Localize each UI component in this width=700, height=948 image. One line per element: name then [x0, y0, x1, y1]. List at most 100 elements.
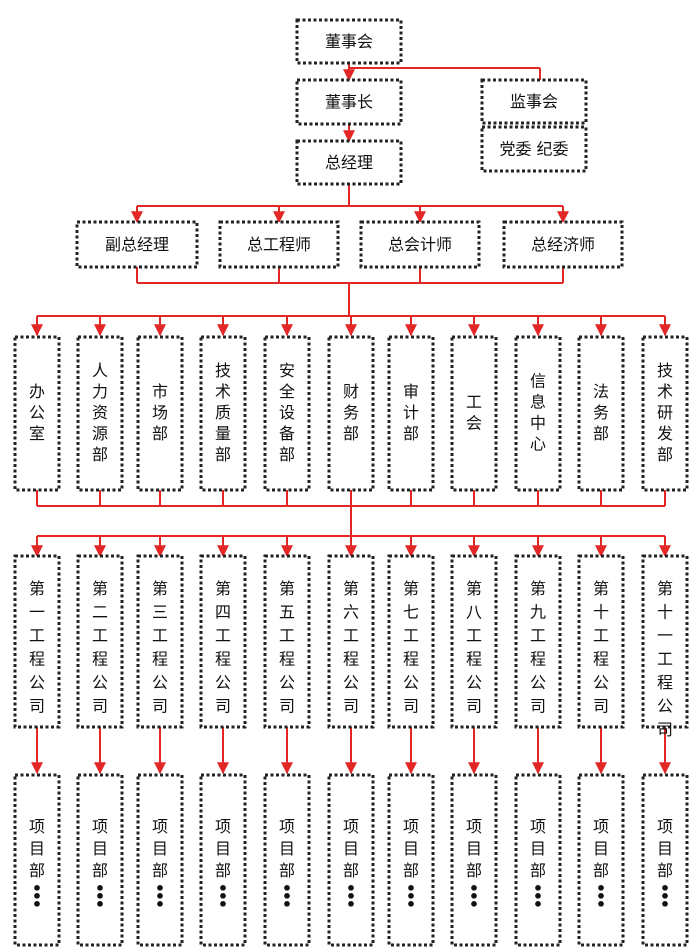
node-company-8-box [450, 554, 498, 729]
node-deputy-3-label: 总会计师 [388, 235, 452, 254]
node-department-9-label: 信息中心 [530, 371, 546, 453]
node-project-2-ellipsis: ••• [95, 879, 105, 914]
node-project-6-ellipsis: ••• [346, 879, 356, 914]
node-department-1-box [13, 335, 61, 492]
node-company-11: 第十一工程公司 [641, 554, 689, 739]
node-project-11-box [641, 773, 689, 947]
node-department-5-box [263, 335, 311, 492]
node-department-11: 技术研发部 [641, 335, 689, 492]
node-project-3-ellipsis: ••• [155, 879, 165, 914]
node-department-11-label: 技术研发部 [657, 361, 673, 464]
node-project-3-label: 项目部 [152, 817, 168, 880]
node-department-11-box [641, 335, 689, 492]
node-deputy-4: 总经济师 [502, 220, 624, 269]
node-department-1-label: 办公室 [29, 382, 45, 443]
node-company-9-box [514, 554, 562, 729]
node-supervisory-label: 监事会 [510, 92, 558, 111]
node-project-10-label: 项目部 [593, 817, 609, 880]
node-department-2-box [76, 335, 124, 492]
node-company-11-box [641, 554, 689, 729]
node-board-label: 董事会 [325, 32, 373, 51]
node-department-8-box [450, 335, 498, 492]
node-deputy-1-label: 副总经理 [105, 235, 169, 254]
node-project-7-label: 项目部 [403, 817, 419, 880]
node-company-8: 第八工程公司 [450, 554, 498, 729]
node-deputy-1: 副总经理 [75, 220, 199, 269]
node-project-11-ellipsis: ••• [660, 879, 670, 914]
node-project-4-ellipsis: ••• [218, 879, 228, 914]
node-department-3-label: 市场部 [152, 382, 168, 443]
node-department-7: 审计部 [387, 335, 435, 492]
node-company-1-label: 第一工程公司 [29, 579, 45, 716]
node-company-10-box [577, 554, 625, 729]
node-project-4: 项目部••• [199, 773, 247, 947]
node-company-7-label: 第七工程公司 [403, 579, 419, 716]
node-party-discipline-box [480, 125, 588, 173]
connector-lines [31, 63, 671, 775]
node-company-4-box [199, 554, 247, 729]
node-project-6-box [327, 773, 375, 947]
node-department-5: 安全设备部 [263, 335, 311, 492]
node-project-5-box [263, 773, 311, 947]
node-supervisory: 监事会 [480, 78, 588, 125]
node-department-6-label: 财务部 [343, 382, 359, 443]
node-general-manager: 总经理 [295, 139, 403, 186]
node-general-manager-label: 总经理 [325, 153, 373, 172]
node-project-2-box [76, 773, 124, 947]
node-project-3: 项目部••• [136, 773, 184, 947]
node-company-5-label: 第五工程公司 [279, 579, 295, 716]
node-party-discipline: 党委 纪委 [480, 125, 588, 173]
node-project-4-label: 项目部 [215, 817, 231, 880]
node-department-6-box [327, 335, 375, 492]
node-project-10: 项目部••• [577, 773, 625, 947]
node-company-3-label: 第三工程公司 [152, 579, 168, 716]
node-project-3-box [136, 773, 184, 947]
node-project-9-ellipsis: ••• [533, 879, 543, 914]
node-department-9: 信息中心 [514, 335, 562, 492]
node-company-9: 第九工程公司 [514, 554, 562, 729]
node-department-10-box [577, 335, 625, 492]
node-board: 董事会 [295, 18, 403, 65]
node-department-4-box [199, 335, 247, 492]
node-company-2: 第二工程公司 [76, 554, 124, 729]
node-company-1: 第一工程公司 [13, 554, 61, 729]
node-company-10-label: 第十工程公司 [593, 579, 609, 716]
node-department-3-box [136, 335, 184, 492]
node-project-5-label: 项目部 [279, 817, 295, 880]
node-company-3-box [136, 554, 184, 729]
node-chairman-box [295, 78, 403, 126]
node-department-9-box [514, 335, 562, 492]
node-department-10-label: 法务部 [593, 382, 609, 443]
node-company-6: 第六工程公司 [327, 554, 375, 729]
node-project-9: 项目部••• [514, 773, 562, 947]
node-project-5-ellipsis: ••• [282, 879, 292, 914]
node-project-11-label: 项目部 [657, 817, 673, 880]
node-company-3: 第三工程公司 [136, 554, 184, 729]
node-company-10: 第十工程公司 [577, 554, 625, 729]
node-deputy-2-box [218, 220, 340, 269]
node-department-4-label: 技术质量部 [215, 361, 231, 464]
node-project-8-label: 项目部 [466, 817, 482, 880]
node-deputy-2-label: 总工程师 [247, 235, 311, 254]
node-project-5: 项目部••• [263, 773, 311, 947]
node-company-2-label: 第二工程公司 [92, 579, 108, 716]
node-company-6-box [327, 554, 375, 729]
node-project-1-ellipsis: ••• [32, 879, 42, 914]
node-project-4-box [199, 773, 247, 947]
node-company-5-box [263, 554, 311, 729]
node-department-6: 财务部 [327, 335, 375, 492]
node-company-11-label: 第十一工程公司 [657, 579, 673, 739]
node-project-7-box [387, 773, 435, 947]
node-project-1-box [13, 773, 61, 947]
node-project-10-box [577, 773, 625, 947]
node-department-3: 市场部 [136, 335, 184, 492]
node-department-8: 工会 [450, 335, 498, 492]
node-department-4: 技术质量部 [199, 335, 247, 492]
node-department-8-label: 工会 [466, 392, 482, 432]
node-company-5: 第五工程公司 [263, 554, 311, 729]
node-project-9-box [514, 773, 562, 947]
node-general-manager-box [295, 139, 403, 186]
node-project-8-box [450, 773, 498, 947]
node-project-11: 项目部••• [641, 773, 689, 947]
node-project-10-ellipsis: ••• [596, 879, 606, 914]
